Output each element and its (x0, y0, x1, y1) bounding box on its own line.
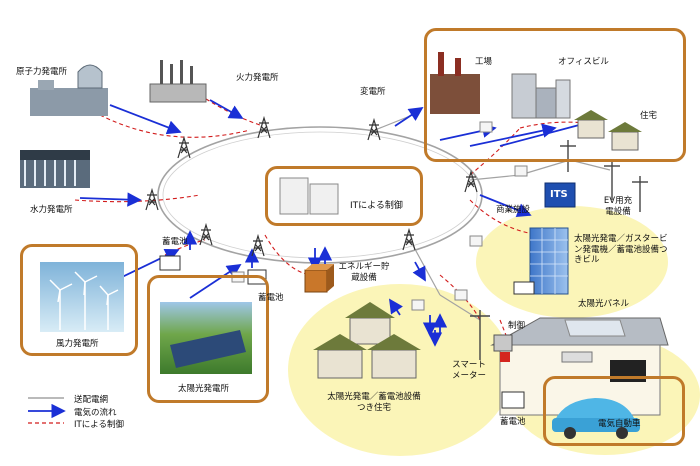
label-storage-bottom: 蓄電池 (500, 417, 526, 427)
label-solar-houses: 太陽光発電／蓄電池設備つき住宅 (327, 392, 421, 413)
tower-icon (199, 222, 213, 246)
label-ev-charger: EV用充電設備 (603, 196, 633, 217)
power-flow-arrows (79, 99, 600, 347)
nuclear-plant-icon (30, 64, 108, 116)
solar-building-icon (529, 227, 569, 295)
label-control: 制御 (508, 321, 526, 331)
electric-car-icon (552, 398, 640, 439)
battery-icon (159, 255, 535, 409)
utility-poles (470, 140, 648, 360)
label-storage-top: 蓄電池 (162, 237, 188, 247)
label-thermal: 火力発電所 (236, 73, 279, 83)
label-energy-storage: エネルギー貯蔵設備 (338, 262, 390, 283)
solar-farm-picture (160, 302, 252, 374)
tower-icon (177, 135, 191, 159)
wind-farm-picture (40, 262, 124, 332)
label-storage-mid: 蓄電池 (258, 293, 284, 303)
frame-industry (424, 28, 686, 162)
frame-solar-plant (147, 275, 269, 403)
tower-icon (251, 233, 265, 257)
tower-icon (367, 117, 381, 141)
houses-icon (574, 110, 642, 151)
label-solar-panel: 太陽光パネル (578, 299, 630, 309)
label-nuclear: 原子力発電所 (16, 67, 68, 77)
label-wind: 風力発電所 (56, 339, 99, 349)
thermal-plant-icon (149, 60, 207, 103)
tower-icon (145, 187, 159, 211)
frame-it-control (265, 166, 423, 226)
label-solar-plant: 太陽光発電所 (178, 384, 230, 394)
label-house: 住宅 (640, 111, 658, 121)
label-smart-meter: スマートメーター (451, 360, 486, 381)
label-factory: 工場 (475, 57, 493, 67)
frame-wind (20, 244, 138, 356)
residential-houses-icon (313, 302, 421, 379)
ev-charger-sign (544, 182, 576, 208)
energy-storage-icon (304, 264, 334, 293)
frame-ev (543, 376, 685, 446)
ev-sign-text: ITS (550, 189, 568, 200)
legend-transmission: 送配電網 (74, 395, 109, 405)
legend-power-flow: 電気の流れ (74, 408, 117, 418)
label-ev: 電気自動車 (598, 419, 641, 429)
tower-icon (257, 115, 271, 139)
legend-it-control: ITによる制御 (74, 420, 124, 430)
label-office: オフィスビル (558, 57, 609, 67)
label-substation: 変電所 (360, 87, 386, 97)
label-commercial: 商業施設 (496, 205, 531, 215)
legend-lines (28, 397, 66, 424)
label-it-control: ITによる制御 (350, 201, 403, 211)
it-server-icon (279, 177, 339, 215)
transmission-towers (145, 115, 478, 257)
tower-icon (402, 227, 416, 251)
label-solar-gas-building: 太陽光発電／ガスタービン発電機／蓄電池設備つきビル (574, 234, 668, 266)
factory-icon (430, 52, 480, 114)
hydro-dam-icon (20, 150, 90, 188)
office-buildings-icon (511, 73, 571, 119)
tower-icon (464, 169, 478, 193)
smart-meter-icon (493, 334, 513, 362)
label-hydro: 水力発電所 (30, 205, 73, 215)
